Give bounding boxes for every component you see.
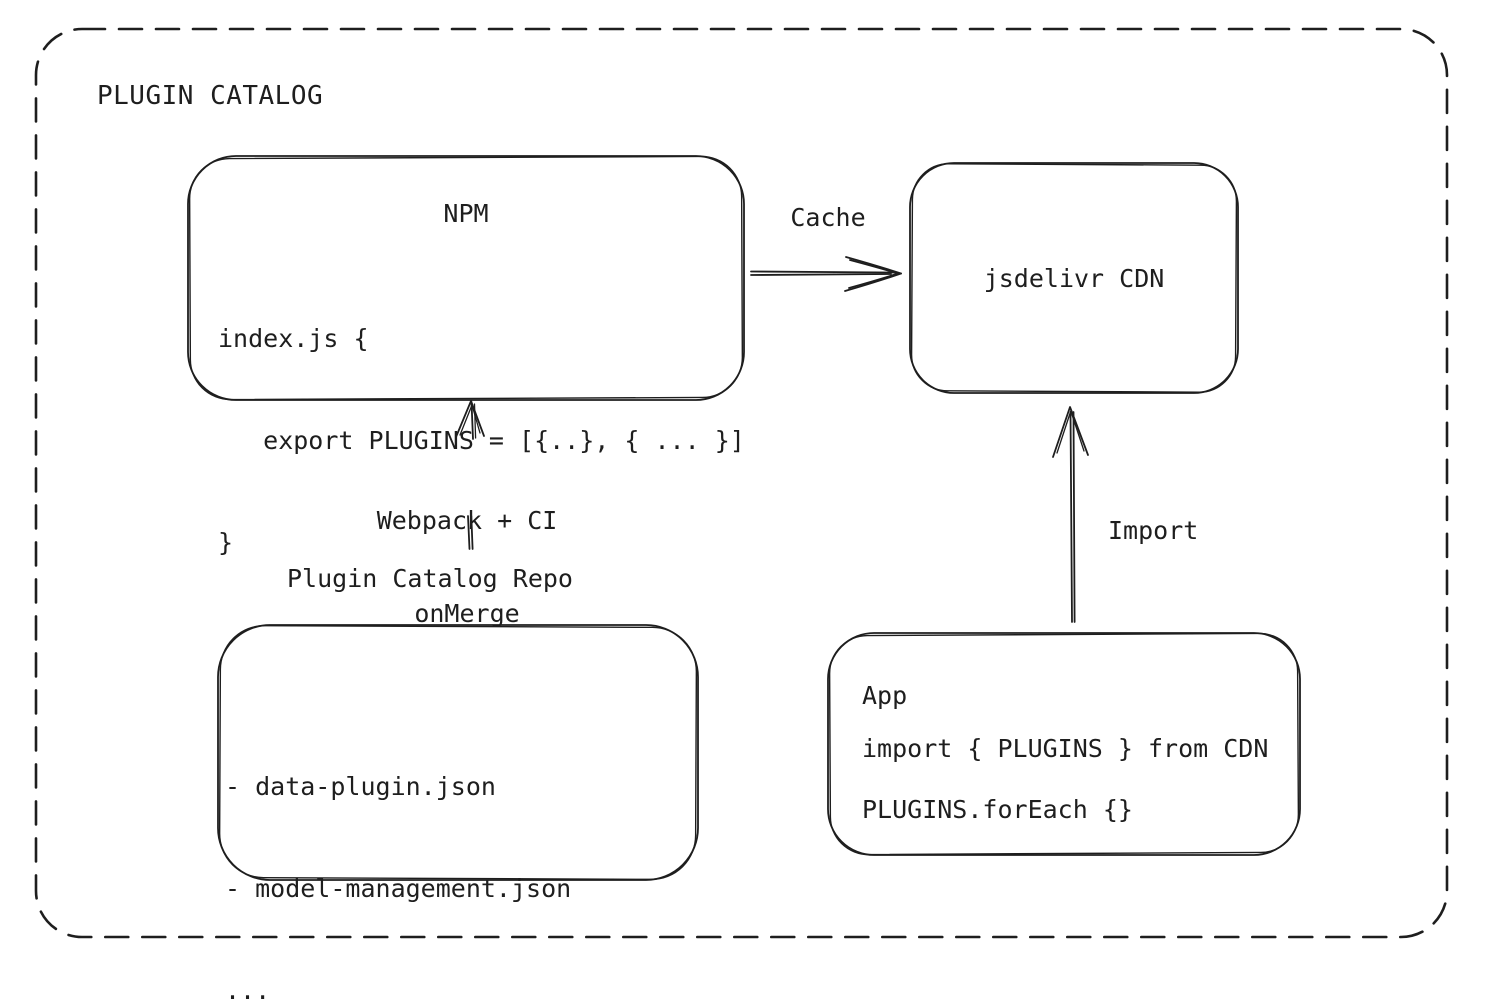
import-arrow xyxy=(1052,406,1089,623)
cache-arrow xyxy=(750,256,902,292)
build-arrow-label: Webpack + CI onMerge xyxy=(317,443,617,691)
build-arrow xyxy=(455,400,485,550)
build-arrow-label-line1: Webpack + CI xyxy=(376,506,558,535)
repo-file-item: - model-management.json xyxy=(225,874,572,903)
import-arrow-label: Import xyxy=(1108,516,1199,545)
npm-code-line: index.js { xyxy=(218,324,369,353)
repo-heading: Plugin Catalog Repo xyxy=(287,564,573,593)
repo-file-item: - data-plugin.json xyxy=(225,772,496,801)
cache-arrow-label: Cache xyxy=(790,203,866,232)
app-code-line: import { PLUGINS } from CDN xyxy=(862,734,1269,763)
npm-box-title: NPM xyxy=(443,199,489,228)
repo-file-list: - data-plugin.json - model-management.js… xyxy=(225,702,571,1002)
cdn-box xyxy=(909,162,1239,394)
npm-code-line: } xyxy=(218,528,234,557)
npm-code-block: index.js { export PLUGINS = [{..}, { ...… xyxy=(218,254,745,628)
build-arrow-label-line2: onMerge xyxy=(414,599,520,628)
app-code-line: PLUGINS.forEach {} xyxy=(862,795,1133,824)
cdn-box-label: jsdelivr CDN xyxy=(983,264,1165,293)
app-box xyxy=(827,632,1301,856)
diagram-title: PLUGIN CATALOG xyxy=(97,81,324,111)
npm-box xyxy=(187,155,745,401)
npm-code-line: export PLUGINS = [{..}, { ... }] xyxy=(218,426,745,455)
repo-file-item: ... xyxy=(225,976,271,1002)
plugin-catalog-boundary xyxy=(34,27,1449,939)
repo-box xyxy=(217,624,699,881)
app-box-title: App xyxy=(862,681,908,710)
